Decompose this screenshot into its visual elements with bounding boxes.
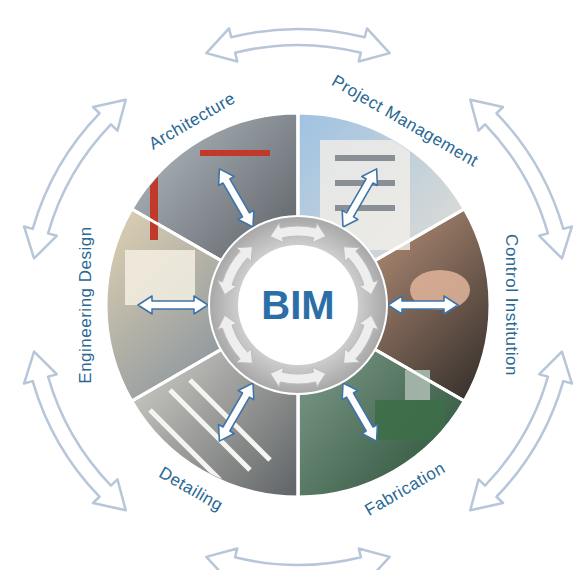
double-arrow-connector (388, 296, 458, 314)
photo-detail (335, 155, 395, 161)
double-arrow-connector (138, 296, 208, 314)
double-arrow-connector (219, 169, 254, 227)
sector-node: Fabrication (369, 441, 405, 477)
outer-double-arrow (470, 100, 572, 259)
sector-node: Architecture (191, 133, 227, 169)
sector-label: Fabrication (361, 460, 447, 520)
sector-node: Engineering Design (102, 287, 138, 323)
hub-label: BIM (261, 283, 334, 328)
bim-hub: BIM (208, 215, 388, 395)
sector-label: Detailing (157, 464, 227, 514)
outer-double-arrow (24, 100, 126, 259)
outer-double-arrow (24, 352, 126, 511)
photo-wedges (106, 113, 490, 497)
photo-detail (190, 380, 270, 460)
outer-double-arrow (470, 352, 572, 511)
sector-label: Control Institution (503, 234, 520, 376)
outer-double-arrow (206, 549, 389, 570)
hub-ring-body (209, 216, 387, 394)
photo-detail (125, 250, 195, 305)
photo-detail (150, 170, 158, 240)
photo-detail (335, 205, 395, 211)
outer-double-arrow (206, 28, 389, 61)
double-arrow-connector (342, 383, 377, 441)
double-arrow-connector (219, 383, 254, 441)
hub-center-disk (238, 245, 358, 365)
photo-detail (200, 150, 270, 156)
photo-detail (375, 400, 445, 440)
sector-label: Architecture (145, 89, 237, 152)
double-arrow-connector (342, 169, 377, 227)
sector-label: Project Management (328, 72, 480, 170)
sector-node: Project Management (369, 133, 405, 169)
sector-label: Engineering Design (77, 226, 94, 383)
sector-node: Detailing (191, 441, 227, 477)
sector-node: Control Institution (458, 287, 494, 323)
hub-ring-arrow (270, 367, 325, 386)
hub-ring-arrow (270, 223, 325, 242)
outer-arrow-ring (24, 28, 572, 570)
